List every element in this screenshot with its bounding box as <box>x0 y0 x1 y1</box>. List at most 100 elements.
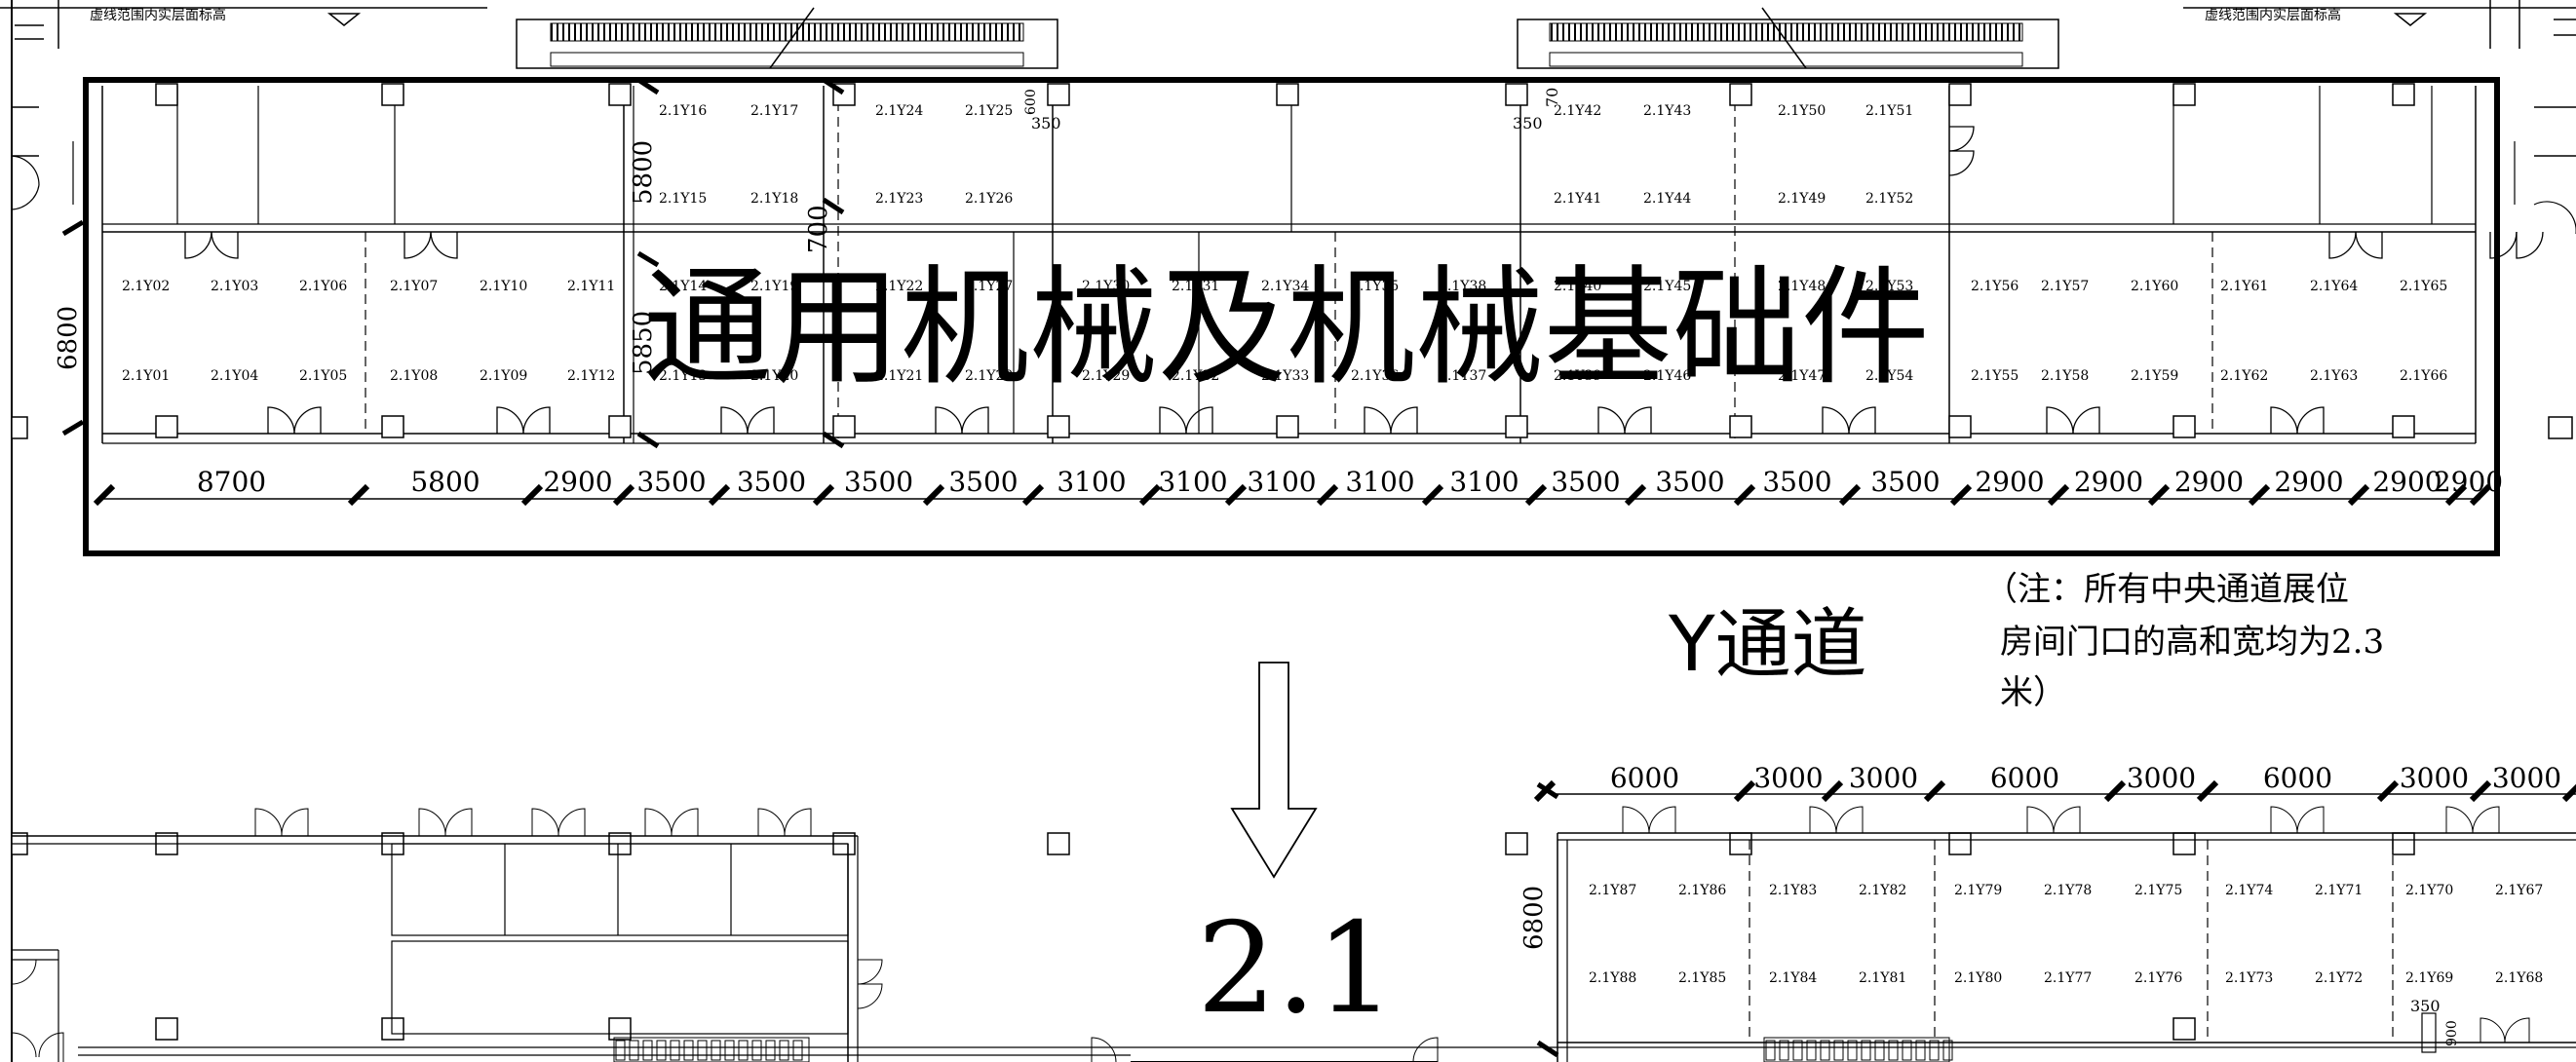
dimension-label-top: 2900 <box>543 466 612 498</box>
booth-label: 2.1Y66 <box>2400 368 2447 384</box>
booth-label: 2.1Y12 <box>567 368 615 384</box>
booth-label: 2.1Y78 <box>2044 883 2092 898</box>
booth-label: 2.1Y47 <box>1778 368 1826 384</box>
booth-label: 2.1Y46 <box>1643 368 1691 384</box>
dimension-label-top: 2900 <box>2074 466 2143 498</box>
booth-label: 2.1Y88 <box>1589 970 1636 986</box>
dimension-tick <box>2196 779 2219 803</box>
dim-350-bottom: 350 <box>2410 997 2441 1015</box>
stair-step <box>765 1040 776 1061</box>
stair-step <box>751 1040 762 1061</box>
stair-step <box>1942 1040 1953 1061</box>
door-swings-top <box>184 126 2544 435</box>
booth-label: 2.1Y84 <box>1769 970 1817 986</box>
dimension-label-top: 3100 <box>1158 466 1227 498</box>
dimension-label-top: 3500 <box>1762 466 1831 498</box>
booth-label: 2.1Y28 <box>965 368 1013 384</box>
dimension-tick <box>2469 779 2492 803</box>
dimension-label-top: 3500 <box>636 466 706 498</box>
note-line-1: （注：所有中央通道展位 <box>1984 570 2349 609</box>
booth-label: 2.1Y81 <box>1859 970 1906 986</box>
dimension-label-top: 2900 <box>1975 466 2044 498</box>
dimension-tick <box>1138 483 1162 507</box>
dimension-label-top: 3100 <box>1449 466 1519 498</box>
booth-label: 2.1Y19 <box>750 279 798 294</box>
dim-6800-left: 6800 <box>54 306 83 370</box>
dimension-label-top: 3500 <box>948 466 1018 498</box>
dimension-tick <box>347 483 370 507</box>
dimension-label-bottom: 3000 <box>2127 762 2196 794</box>
booth-label: 2.1Y42 <box>1554 103 1601 119</box>
booth-label: 2.1Y53 <box>1865 279 1913 294</box>
exhibition-area-outline <box>83 77 2500 556</box>
booth-label: 2.1Y82 <box>1859 883 1906 898</box>
booth-label: 2.1Y87 <box>1589 883 1636 898</box>
booth-labels-top: 2.1Y02 2.1Y03 2.1Y06 2.1Y07 2.1Y10 2.1Y1… <box>122 103 2447 384</box>
booth-block-top <box>101 86 2477 444</box>
dimension-label-top: 2900 <box>2434 466 2503 498</box>
booth-label: 2.1Y76 <box>2134 970 2182 986</box>
booth-label: 2.1Y44 <box>1643 191 1691 207</box>
stair-step <box>1888 1040 1899 1061</box>
dimension-tick <box>1733 779 1756 803</box>
booth-label: 2.1Y05 <box>299 368 347 384</box>
stair-step <box>1902 1040 1912 1061</box>
booth-labels-bottom: 2.1Y87 2.1Y86 2.1Y83 2.1Y82 2.1Y79 2.1Y7… <box>1589 883 2543 986</box>
booth-label: 2.1Y54 <box>1865 368 1913 384</box>
stair-step <box>656 1040 667 1061</box>
dimension-label-top: 8700 <box>197 466 266 498</box>
booth-label: 2.1Y33 <box>1261 368 1309 384</box>
booth-label: 2.1Y57 <box>2041 279 2089 294</box>
dimension-label-bottom: 3000 <box>2400 762 2469 794</box>
stair-step <box>683 1040 694 1061</box>
booth-label: 2.1Y11 <box>567 279 615 294</box>
dimension-tick <box>520 483 544 507</box>
booth-label: 2.1Y50 <box>1778 103 1826 119</box>
booth-label: 2.1Y02 <box>122 279 170 294</box>
dimension-tick <box>2147 483 2171 507</box>
dimension-label-top: 2900 <box>2174 466 2244 498</box>
booth-label: 2.1Y52 <box>1865 191 1913 207</box>
dim-700: 700 <box>804 205 833 253</box>
bottom-left-rooms <box>11 808 2576 1062</box>
dimension-tick <box>2103 779 2127 803</box>
dimension-tick <box>1021 483 1045 507</box>
escalator-right <box>1517 7 2059 69</box>
structural-columns <box>11 83 2573 1041</box>
dimension-tick <box>1949 483 1973 507</box>
booth-label: 2.1Y34 <box>1261 279 1309 294</box>
booth-label: 2.1Y20 <box>750 368 798 384</box>
booth-label: 2.1Y29 <box>1082 368 1130 384</box>
note-line-2: 房间门口的高和宽均为2.3 <box>2000 623 2384 662</box>
dimension-tick <box>612 483 635 507</box>
dimension-tick <box>2047 483 2070 507</box>
stair-step <box>779 1040 789 1061</box>
stair-step <box>1806 1040 1817 1061</box>
hall-number: 2.1 <box>1197 896 1396 1042</box>
booth-label: 2.1Y17 <box>750 103 798 119</box>
dimension-label-bottom: 3000 <box>1849 762 1918 794</box>
note-line-3: 米） <box>2000 673 2066 712</box>
booth-label: 2.1Y13 <box>659 368 707 384</box>
dimension-tick <box>1838 483 1862 507</box>
stair-step <box>697 1040 708 1061</box>
dimension-label-bottom: 6000 <box>1990 762 2059 794</box>
dimension-tick <box>2444 483 2468 507</box>
dimension-label-top: 3500 <box>1551 466 1620 498</box>
dimension-label-top: 3100 <box>1057 466 1126 498</box>
dimension-tick <box>2347 483 2370 507</box>
elevation-mark-right <box>2393 13 2428 26</box>
dim-600: 600 <box>1023 89 1039 115</box>
dimension-tick <box>812 483 835 507</box>
booth-label: 2.1Y48 <box>1778 279 1826 294</box>
booth-label: 2.1Y31 <box>1172 279 1219 294</box>
booth-label: 2.1Y32 <box>1172 368 1219 384</box>
entrance-arrow-icon <box>1230 662 1318 879</box>
dimension-tick <box>2376 779 2400 803</box>
stair-step <box>670 1040 680 1061</box>
aisle-label: Y通道 <box>1668 601 1867 689</box>
booth-label: 2.1Y68 <box>2495 970 2543 986</box>
booth-label: 2.1Y25 <box>965 103 1013 119</box>
booth-label: 2.1Y03 <box>211 279 258 294</box>
stair-step <box>1765 1040 1776 1061</box>
